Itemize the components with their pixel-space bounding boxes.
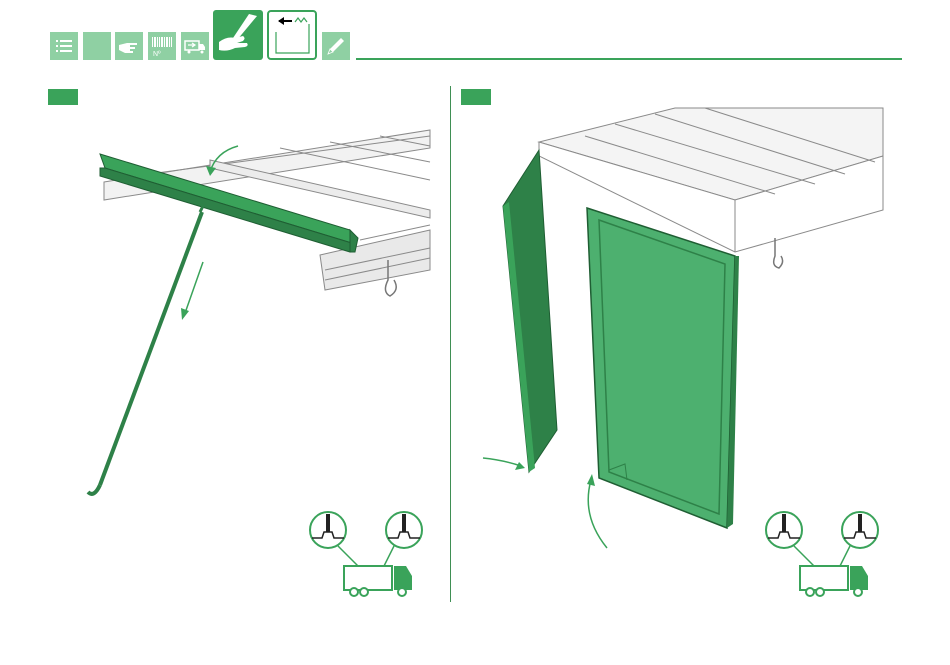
truck-loading-icon[interactable]	[181, 32, 209, 60]
header-divider-line	[356, 58, 902, 60]
maintenance-hand-tool-icon[interactable]	[213, 10, 263, 60]
step-1-badge	[48, 89, 78, 105]
hook-pole-tool	[88, 202, 205, 494]
step-divider	[450, 86, 451, 602]
pencil-icon[interactable]	[322, 32, 350, 60]
blank-section-icon[interactable]	[83, 32, 111, 60]
step-2-illustration	[475, 100, 895, 550]
truck-floor-profile-icon	[760, 510, 890, 598]
side-panel-left	[503, 150, 557, 472]
step-1-illustration	[60, 120, 440, 510]
barcode-number-label: Nº	[153, 51, 161, 58]
lashing-hook	[774, 238, 783, 268]
direction-arrows	[483, 458, 607, 548]
pointing-hand-icon[interactable]	[115, 32, 143, 60]
table-of-contents-icon[interactable]	[50, 32, 78, 60]
barcode-number-icon[interactable]: Nº	[148, 32, 176, 60]
return-arrow-icon[interactable]	[267, 10, 317, 60]
truck-floor-profile-icon	[300, 510, 430, 598]
rear-door-panel	[587, 208, 739, 528]
